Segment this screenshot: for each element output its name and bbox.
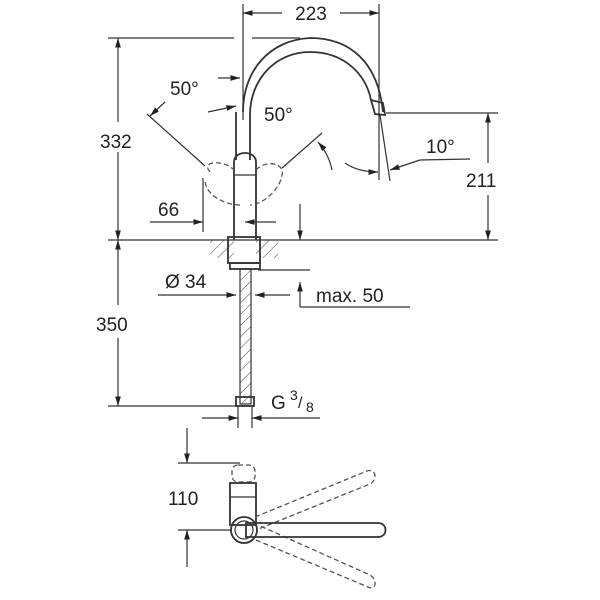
label-angle-10: 10°: [426, 137, 455, 158]
label-thread-den: 8: [306, 399, 314, 415]
dim-spout-angle: 10°: [344, 114, 471, 182]
spout: [242, 37, 387, 160]
label-max-50: max. 50: [316, 286, 384, 307]
plan-view: 110: [168, 428, 387, 589]
label-66: 66: [158, 200, 179, 221]
label-angle-right: 50°: [264, 105, 293, 126]
label-350: 350: [96, 315, 128, 336]
label-thread-num: 3: [290, 387, 298, 403]
label-diameter: Ø 34: [165, 272, 207, 293]
dim-handle-offset: 66: [150, 178, 303, 240]
faucet-body: [204, 112, 283, 240]
label-angle-left: 50°: [170, 79, 199, 100]
label-g: G: [271, 393, 286, 414]
dim-connection: G 3 / 8: [202, 387, 320, 428]
label-223: 223: [295, 4, 327, 25]
deck-mount: [210, 236, 278, 407]
label-211: 211: [466, 171, 496, 192]
label-332: 332: [100, 132, 132, 153]
label-110: 110: [168, 489, 198, 510]
dim-hose-length: 350: [96, 240, 236, 407]
dim-spout-height: 211: [386, 112, 498, 240]
dim-handle-angles: 50° 50°: [146, 75, 333, 171]
dim-base-diameter: Ø 34: [158, 272, 290, 298]
dim-total-height: 332: [100, 37, 300, 240]
dim-spout-reach: 223: [242, 4, 380, 180]
dim-deck-thickness: max. 50: [258, 269, 410, 308]
svg-text:/: /: [298, 395, 303, 412]
